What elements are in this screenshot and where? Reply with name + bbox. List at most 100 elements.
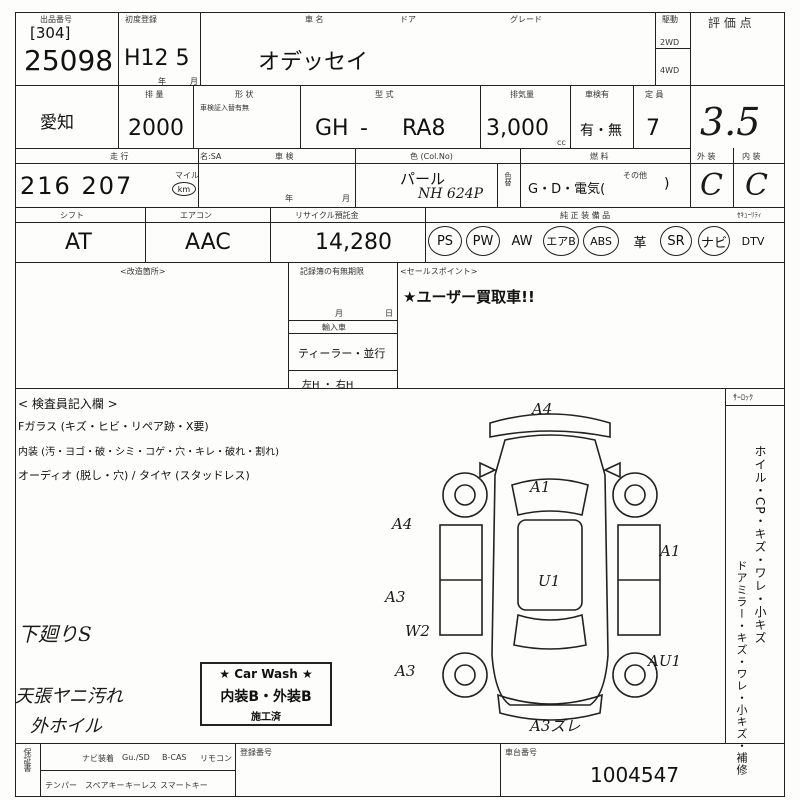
outer-frame — [15, 12, 785, 797]
lot-prefix: [304] — [30, 24, 71, 42]
capacity-label: 定 員 — [645, 90, 664, 99]
shaken-label: 車 検 — [275, 152, 294, 161]
divider — [200, 12, 201, 85]
footer-mid-line — [40, 770, 235, 771]
fuel-other: その他 — [623, 171, 647, 180]
fuel-label: 燃 料 — [590, 152, 609, 161]
drive-4wd: 4WD — [660, 66, 680, 75]
displacement-label: 排気量 — [510, 90, 534, 99]
row3-header-line — [15, 163, 690, 164]
divider — [288, 262, 289, 388]
ac-value: AAC — [185, 230, 231, 255]
model-dash: - — [360, 116, 368, 141]
damage-mark-4: A3 — [385, 588, 406, 606]
color-tag: 色替 — [504, 172, 512, 186]
fuel-close: ) — [664, 176, 670, 192]
smart-key-label: スマートキー — [160, 781, 208, 790]
drive-label: 駆動 — [662, 15, 678, 24]
shape-label: 形 状 — [235, 90, 254, 99]
divider — [235, 743, 236, 797]
steering-side: 左H ・ 右H — [302, 380, 354, 391]
divider — [497, 163, 498, 207]
recycle-value: 14,280 — [315, 230, 392, 255]
keyless-label: キーレス — [125, 781, 157, 790]
shaken-month: 月 — [342, 194, 350, 203]
lot-label: 出品番号 — [40, 15, 72, 24]
drive-2wd: 2WD — [660, 38, 680, 47]
notes-divider — [15, 388, 785, 389]
divider — [690, 12, 691, 207]
registration-value: H12 5 — [124, 46, 190, 71]
divider — [118, 12, 119, 85]
registration-label: 初度登録 — [125, 15, 157, 24]
equipment-8: DTV — [741, 234, 765, 248]
chassis-number: 1004547 — [590, 763, 680, 787]
inspector-line-audio-tire: オーディオ (脱し・穴) / タイヤ (スタッドレス) — [18, 469, 250, 482]
ac-label: エアコン — [180, 211, 212, 220]
equipment-extra-label: ｾｷｭｰﾘﾃｨ — [737, 211, 762, 219]
shaken-year: 年 — [285, 194, 293, 203]
inspector-line-interior: 内装 (汚・ヨゴ・破・シミ・コゲ・穴・キレ・破れ・割れ) — [18, 447, 279, 458]
exterior-value: C — [700, 168, 723, 203]
mileage-unit-circled: km — [172, 182, 196, 196]
navi-label: ナビ装着 — [82, 754, 114, 763]
handwritten-undercarriage: 下廻りS — [18, 622, 92, 646]
mileage-mile: マイル — [175, 171, 199, 180]
row3-divider — [15, 207, 785, 208]
divider — [118, 85, 119, 148]
sales-label: <セールスポイント> — [400, 267, 478, 276]
divider — [288, 370, 397, 371]
car-wash-body: 内装B・外装B — [220, 689, 312, 705]
divider — [655, 48, 690, 49]
modification-label: <改造箇所> — [120, 267, 166, 276]
divider — [397, 262, 398, 388]
divider — [633, 85, 634, 148]
row1-divider — [15, 85, 785, 86]
mirror-vertical-note: ドアミラー・キズ・ワレ・小キズ・補修 — [735, 560, 748, 776]
divider — [288, 320, 397, 321]
car-name-label: 車 名 — [305, 15, 324, 24]
interior-value: C — [745, 168, 768, 203]
damage-mark-8: AU1 — [648, 652, 682, 670]
divider — [425, 207, 426, 262]
equipment-7: ナビ — [698, 226, 730, 256]
damage-mark-6: W2 — [405, 622, 430, 640]
divider — [480, 85, 481, 148]
equipment-1: PW — [466, 226, 500, 256]
divider — [270, 207, 271, 262]
divider — [145, 207, 146, 262]
interior-label: 内 装 — [742, 152, 761, 161]
divider — [288, 333, 397, 334]
registration-year-sub: 年 — [158, 77, 166, 86]
cc-value: 2000 — [128, 116, 184, 141]
warranty-label: 保証書 — [23, 748, 32, 772]
registration-month-sub: 月 — [190, 77, 198, 86]
shift-value: AT — [65, 230, 92, 255]
displacement-unit: cc — [557, 138, 566, 147]
car-wash-note: 施工済 — [251, 712, 281, 723]
divider — [193, 85, 194, 148]
inspector-label: < 検査員記入欄 > — [18, 397, 118, 411]
score-label: 評 価 点 — [708, 16, 752, 30]
bcas-label: B-CAS — [162, 753, 187, 762]
door-label: ドア — [400, 15, 416, 24]
record-month: 月 — [335, 309, 343, 318]
right-panel-label: ｻｰﾛｯｸ — [733, 393, 753, 402]
damage-mark-3: A1 — [660, 542, 681, 560]
divider — [500, 743, 501, 797]
divider — [355, 148, 356, 207]
divider — [725, 388, 726, 743]
equipment-5: 革 — [633, 235, 647, 251]
divider — [520, 148, 521, 207]
divider — [570, 85, 571, 148]
mileage-value: 216 207 — [20, 172, 134, 200]
inspector-line-glass: Fガラス (キズ・ヒビ・リペア跡・X要) — [18, 420, 209, 433]
footer-divider — [15, 743, 785, 744]
hdd-sd-label: Gu./SD — [122, 753, 150, 762]
equipment-2: AW — [511, 233, 533, 249]
shape-sub: 車検証入替有無 — [200, 104, 249, 112]
row4-divider — [15, 262, 785, 263]
handwritten-wheel: 外ホイル — [30, 716, 102, 737]
equipment-label: 純 正 装 備 品 — [560, 211, 611, 220]
remote-label: リモコン — [200, 754, 232, 763]
